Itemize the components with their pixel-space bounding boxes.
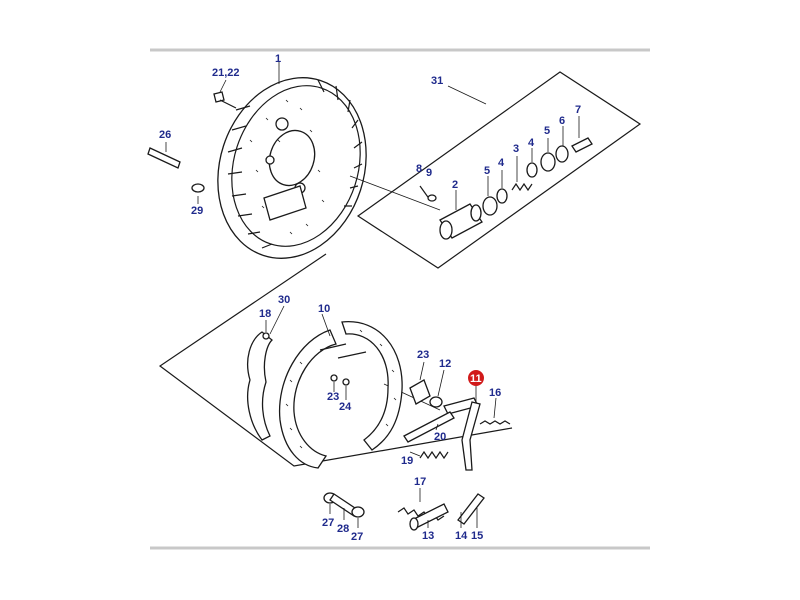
clip-23-left[interactable] — [330, 374, 338, 382]
label-6[interactable]: 6 — [559, 115, 565, 127]
adjuster-13[interactable] — [409, 503, 449, 531]
leader-12 — [437, 369, 445, 397]
label-23a[interactable]: 23 — [327, 391, 339, 403]
pin-27-28[interactable] — [323, 492, 365, 518]
callout-labels: 1 21,22 26 29 31 8 9 2 5 4 3 4 5 6 7 30 … — [159, 53, 581, 543]
cylinder-cup-5b[interactable] — [540, 152, 556, 172]
adjuster-plate-23[interactable] — [409, 379, 431, 405]
label-4b[interactable]: 4 — [528, 137, 535, 149]
label-17[interactable]: 17 — [414, 476, 426, 488]
shoe-group-frame — [158, 253, 513, 467]
label-24[interactable]: 24 — [339, 401, 352, 413]
label-30[interactable]: 30 — [278, 294, 290, 306]
dust-boot-6[interactable] — [555, 145, 569, 163]
label-10[interactable]: 10 — [318, 303, 330, 315]
strut-20[interactable] — [403, 411, 455, 443]
label-18[interactable]: 18 — [259, 308, 271, 320]
label-19[interactable]: 19 — [401, 455, 413, 467]
label-7[interactable]: 7 — [575, 104, 581, 116]
spring-19[interactable] — [419, 450, 449, 460]
leader-23b — [419, 361, 425, 381]
label-16[interactable]: 16 — [489, 387, 501, 399]
label-5b[interactable]: 5 — [544, 125, 550, 137]
brake-shoe-30[interactable] — [247, 331, 273, 441]
spring-16[interactable] — [479, 420, 511, 425]
leader-21-22 — [219, 79, 227, 93]
brake-shoe[interactable] — [278, 321, 403, 469]
nut-29[interactable] — [191, 183, 205, 193]
label-20[interactable]: 20 — [434, 431, 446, 443]
leader-19 — [409, 451, 421, 457]
leader-31-axis — [349, 175, 441, 211]
bleeder-cap[interactable] — [427, 194, 437, 202]
label-13[interactable]: 13 — [422, 530, 434, 542]
label-21-22[interactable]: 21,22 — [212, 67, 240, 79]
leader-30 — [269, 305, 285, 335]
washer-12[interactable] — [429, 396, 443, 408]
clip-24[interactable] — [342, 378, 350, 386]
cable-link-14[interactable] — [457, 493, 485, 525]
label-9[interactable]: 9 — [426, 167, 432, 179]
label-3[interactable]: 3 — [513, 143, 519, 155]
label-2[interactable]: 2 — [452, 179, 458, 191]
label-29[interactable]: 29 — [191, 205, 203, 217]
leader-16 — [493, 397, 497, 419]
cylinder-cup-5[interactable] — [482, 196, 498, 216]
label-23b[interactable]: 23 — [417, 349, 429, 361]
hold-down-pin-18[interactable] — [262, 332, 270, 340]
label-27b[interactable]: 27 — [351, 531, 363, 543]
label-31[interactable]: 31 — [431, 75, 443, 87]
label-4a[interactable]: 4 — [498, 157, 505, 169]
label-15[interactable]: 15 — [471, 530, 483, 542]
leader-31 — [447, 85, 487, 105]
label-1[interactable]: 1 — [275, 53, 281, 65]
label-8[interactable]: 8 — [416, 163, 422, 175]
push-rod-7[interactable] — [571, 137, 593, 153]
leader-10 — [321, 313, 331, 337]
parking-lever-11[interactable] — [443, 397, 481, 471]
label-27a[interactable]: 27 — [322, 517, 334, 529]
wheel-cylinder-body[interactable] — [439, 203, 483, 240]
label-5a[interactable]: 5 — [484, 165, 490, 177]
cylinder-piston-4b[interactable] — [526, 162, 538, 178]
label-14[interactable]: 14 — [455, 530, 468, 542]
cylinder-piston-4[interactable] — [496, 188, 508, 204]
label-11[interactable]: 11 — [470, 373, 482, 385]
bolt-21-22[interactable] — [213, 91, 237, 109]
leader-20 — [435, 423, 439, 431]
backing-plate[interactable] — [195, 58, 389, 277]
bolt-26[interactable] — [147, 147, 181, 169]
label-26[interactable]: 26 — [159, 129, 171, 141]
wheel-cylinder-group-frame — [356, 71, 642, 269]
highlight-marker-11[interactable] — [468, 370, 484, 386]
cylinder-spring-3[interactable] — [511, 182, 533, 192]
label-12[interactable]: 12 — [439, 358, 451, 370]
label-28[interactable]: 28 — [337, 523, 349, 535]
